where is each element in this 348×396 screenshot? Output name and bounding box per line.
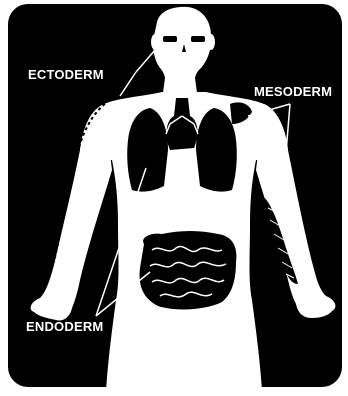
right-eye	[191, 36, 205, 42]
intestine-mass	[140, 231, 237, 309]
left-eye	[163, 36, 177, 42]
mesoderm-label: MESODERM	[254, 84, 332, 99]
endoderm-label: ENDODERM	[26, 319, 103, 334]
intestines	[140, 231, 237, 309]
right-ear	[207, 34, 215, 50]
ectoderm-label: ECTODERM	[28, 67, 104, 82]
